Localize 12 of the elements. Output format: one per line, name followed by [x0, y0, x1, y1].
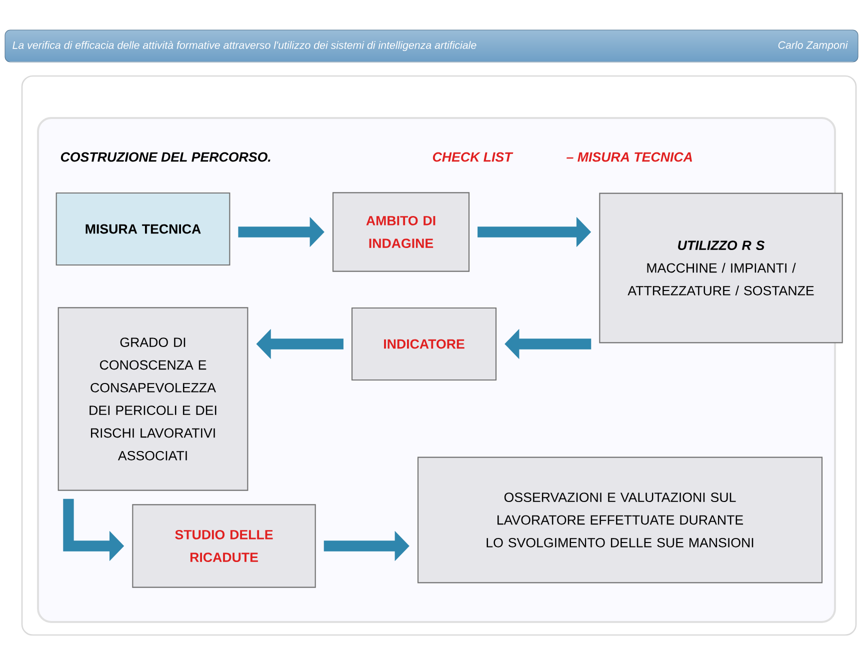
process-box: OSSERVAZIONI E VALUTAZIONI SUL LAVORATORE EFFETTUATE DURANTE LO SVOLGIMENTO DELLE SUE MANSIONI: [417, 456, 823, 584]
heading-text: CHECK LIST: [432, 152, 514, 162]
heading-text: – MISURA TECNICA: [566, 152, 692, 162]
process-box: INDICATORE: [351, 307, 497, 381]
section-heading: COSTRUZIONE DEL PERCORSO.: [60, 152, 270, 162]
author-name: Carlo Zamponi: [778, 41, 848, 51]
process-box: GRADO DI CONOSCENZA E CONSAPEVOLEZZA DEI PERICOLI E DEI RISCHI LAVORATIVI ASSOCIATI: [58, 307, 248, 491]
process-box: AMBITO DI INDAGINE: [332, 192, 470, 272]
process-box: UTILIZZO R S MACCHINE / IMPIANTI / ATTREZZATURE / SOSTANZE: [599, 192, 843, 344]
process-box: STUDIO DELLE RICADUTE: [132, 504, 316, 588]
title-text: La verifica di efficacia delle attività formative attraverso l'utilizzo dei sistemi di intelligenza artificiale: [12, 40, 476, 52]
process-box: MISURA TECNICA: [56, 192, 230, 266]
